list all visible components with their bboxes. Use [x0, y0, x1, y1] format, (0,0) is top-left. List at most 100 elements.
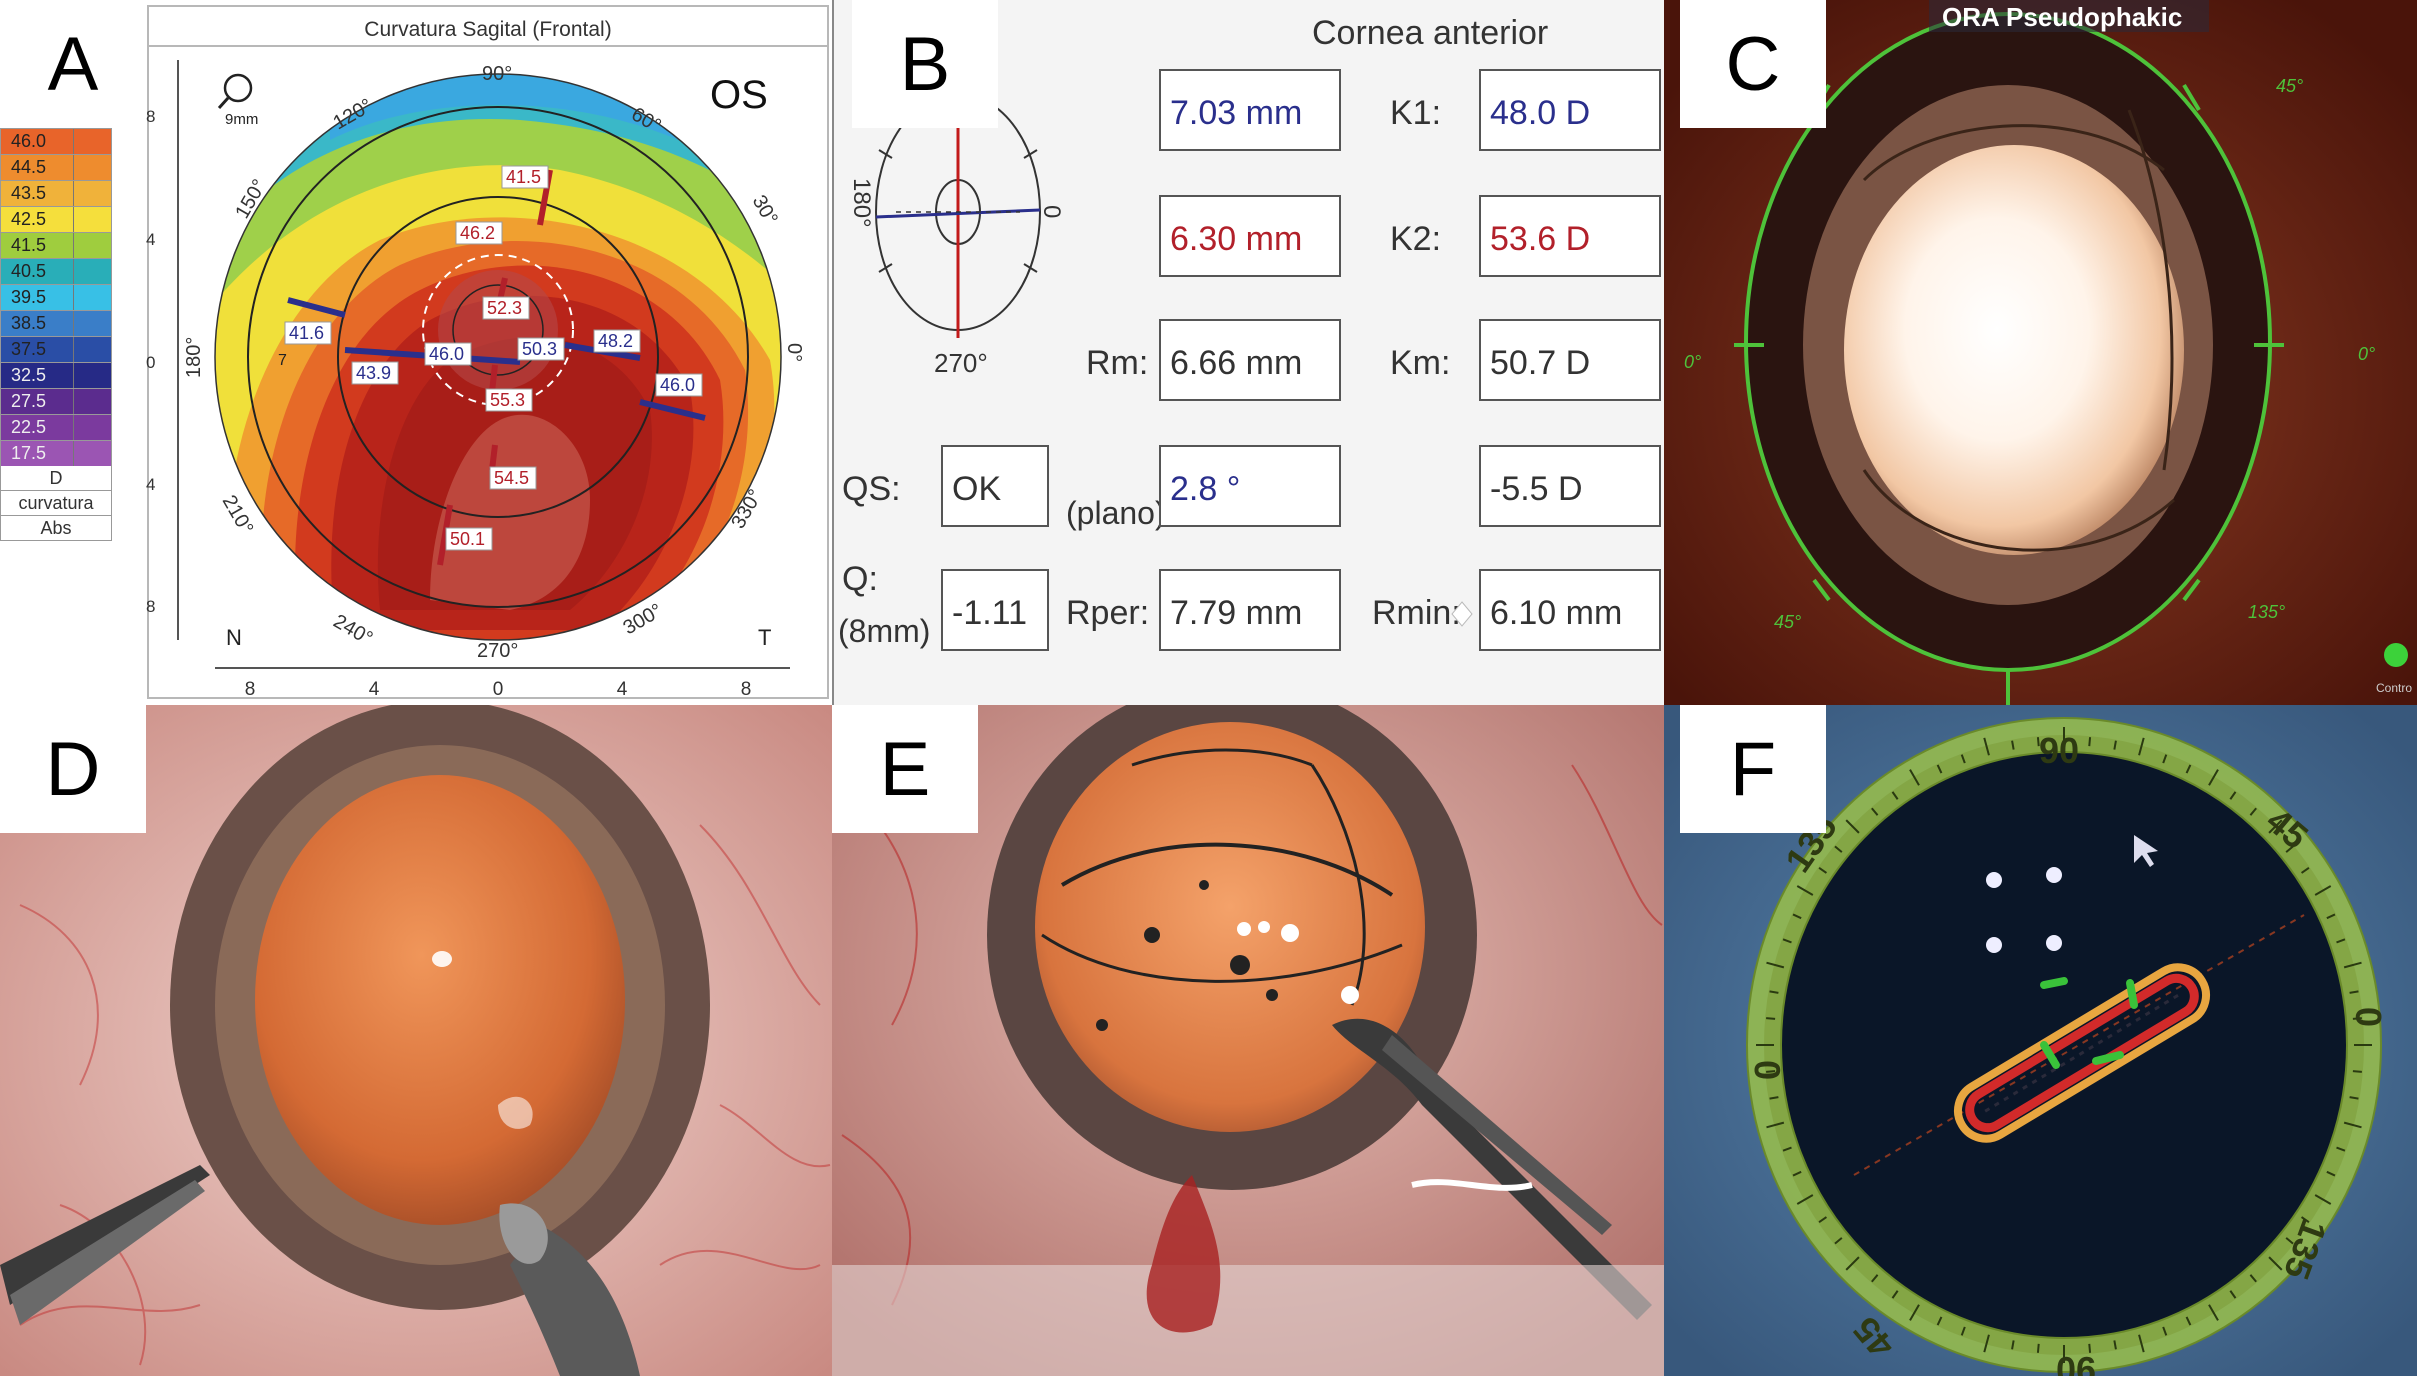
legend-row: 40.5	[0, 258, 112, 284]
legend-row: 41.5	[0, 232, 112, 258]
dial-tick	[2162, 754, 2168, 764]
angle-210: 210°	[218, 492, 258, 539]
legend-swatch	[73, 233, 111, 258]
dial-tick	[2314, 885, 2332, 896]
panel-label-f: F	[1680, 705, 1826, 833]
legend-value: 39.5	[1, 285, 73, 310]
dial-tick	[2336, 938, 2346, 944]
q-label: Q:	[842, 560, 878, 598]
compass-0: 0	[1038, 205, 1065, 218]
dial-tick	[2285, 1237, 2294, 1245]
cylinder-value: -5.5 D	[1490, 470, 1583, 508]
dial-tick	[1845, 1256, 1860, 1271]
panel-label-c: C	[1680, 0, 1826, 128]
angle-270: 270°	[477, 640, 518, 662]
dial-tick	[2162, 1326, 2168, 1336]
legend-swatch	[73, 207, 111, 232]
radius-k2: 6.30 mm	[1170, 220, 1302, 258]
qs-value: OK	[952, 470, 1001, 508]
legend-row: 27.5	[0, 388, 112, 414]
dial-tick	[2113, 740, 2117, 750]
legend-value: 32.5	[1, 363, 73, 388]
legend-row: 44.5	[0, 154, 112, 180]
topography-svg: Curvatura Sagital (Frontal) OS 9mm 8 4 0…	[146, 5, 829, 700]
legend-swatch	[73, 181, 111, 206]
legend-swatch	[73, 259, 111, 284]
dial-tick	[2036, 1343, 2040, 1353]
axis-value: 2.8 °	[1170, 470, 1240, 508]
panel-d-surgical-view: D	[0, 705, 832, 1376]
k2-value: 53.6 D	[1490, 220, 1590, 258]
k-value-46-2: 46.2	[460, 223, 495, 243]
legend-row: 22.5	[0, 414, 112, 440]
k2-label: K2:	[1390, 220, 1441, 258]
legend-value: 43.5	[1, 181, 73, 206]
legend-row: 43.5	[0, 180, 112, 206]
k-value-41-6: 41.6	[289, 323, 324, 343]
plano-label: (plano)	[1066, 495, 1166, 531]
y-tick-8-bottom: 8	[146, 597, 155, 616]
x-tick-4-right: 4	[617, 679, 628, 700]
dial-tick	[2352, 1070, 2362, 1073]
dial-tick	[2268, 1256, 2283, 1271]
y-tick-4-top: 4	[146, 230, 155, 249]
x-tick-0: 0	[493, 679, 504, 700]
y-tick-0: 0	[146, 353, 155, 372]
dial-tick	[1871, 1274, 1879, 1283]
dial-90-top: 90	[2039, 730, 2079, 771]
k-value-46-0: 46.0	[429, 344, 464, 364]
k-value-50-1: 50.1	[450, 529, 485, 549]
dial-tick	[2352, 1017, 2362, 1020]
legend-swatch	[73, 337, 111, 362]
zoom-label: 9mm	[225, 111, 258, 128]
k1-value: 48.0 D	[1490, 94, 1590, 132]
dial-tick	[1766, 1121, 1785, 1129]
legend-value: 27.5	[1, 389, 73, 414]
dial-tick	[1769, 1096, 1779, 1100]
surgical-d-svg	[0, 705, 832, 1376]
dial-tick	[2088, 737, 2092, 747]
dial-tick	[1936, 764, 1943, 774]
dial-tick	[1766, 1017, 1776, 1020]
km-label: Km:	[1390, 344, 1450, 382]
dial-tick	[2300, 1216, 2310, 1224]
angle-90: 90°	[482, 63, 512, 85]
panel-label-d: D	[0, 705, 146, 833]
dial-tick	[1983, 1334, 1990, 1353]
legend-value: 38.5	[1, 311, 73, 336]
cornea-header: Cornea anterior	[1312, 14, 1548, 52]
surgical-e-svg	[832, 705, 1664, 1376]
legend-curvature: curvatura	[1, 491, 111, 516]
dial-tick	[2268, 819, 2283, 834]
dial-tick	[2343, 1121, 2362, 1129]
dial-tick	[2300, 866, 2310, 874]
ring-label: 7	[278, 352, 287, 369]
dial-tick	[2138, 737, 2145, 756]
rm-value: 6.66 mm	[1170, 344, 1302, 382]
q-value: -1.11	[952, 594, 1027, 632]
ora-deg-0-right: 0°	[2358, 344, 2375, 364]
dial-tick	[2229, 1290, 2237, 1299]
panel-e-surgical-view: E	[832, 705, 1664, 1376]
legend-row: 46.0	[0, 128, 112, 154]
dial-tick	[1792, 1170, 1802, 1177]
legend-value: 37.5	[1, 337, 73, 362]
dial-0-right: 0	[2348, 1007, 2389, 1027]
zoom-icon[interactable]	[217, 73, 253, 110]
dial-tick	[2249, 807, 2257, 816]
legend-row: 37.5	[0, 336, 112, 362]
dial-90-bottom: 90	[2056, 1349, 2096, 1376]
rmin-label: Rmin:	[1372, 594, 1461, 632]
legend-swatch	[73, 363, 111, 388]
legend-swatch	[73, 155, 111, 180]
cursor-arrow-icon	[2134, 835, 2158, 867]
legend-value: 42.5	[1, 207, 73, 232]
rmin-value: 6.10 mm	[1490, 594, 1622, 632]
dial-tick	[2326, 913, 2336, 920]
k-value-52-3: 52.3	[487, 298, 522, 318]
dial-0-left: 0	[1747, 1060, 1788, 1080]
panel-b-keratometry: B Cornea anterior 180° 270° 0 ° 7.03 mm …	[832, 0, 1664, 705]
toric-lens-marker	[1953, 963, 2211, 1143]
k-value-55-3: 55.3	[490, 390, 525, 410]
dial-tick	[2208, 1304, 2219, 1321]
